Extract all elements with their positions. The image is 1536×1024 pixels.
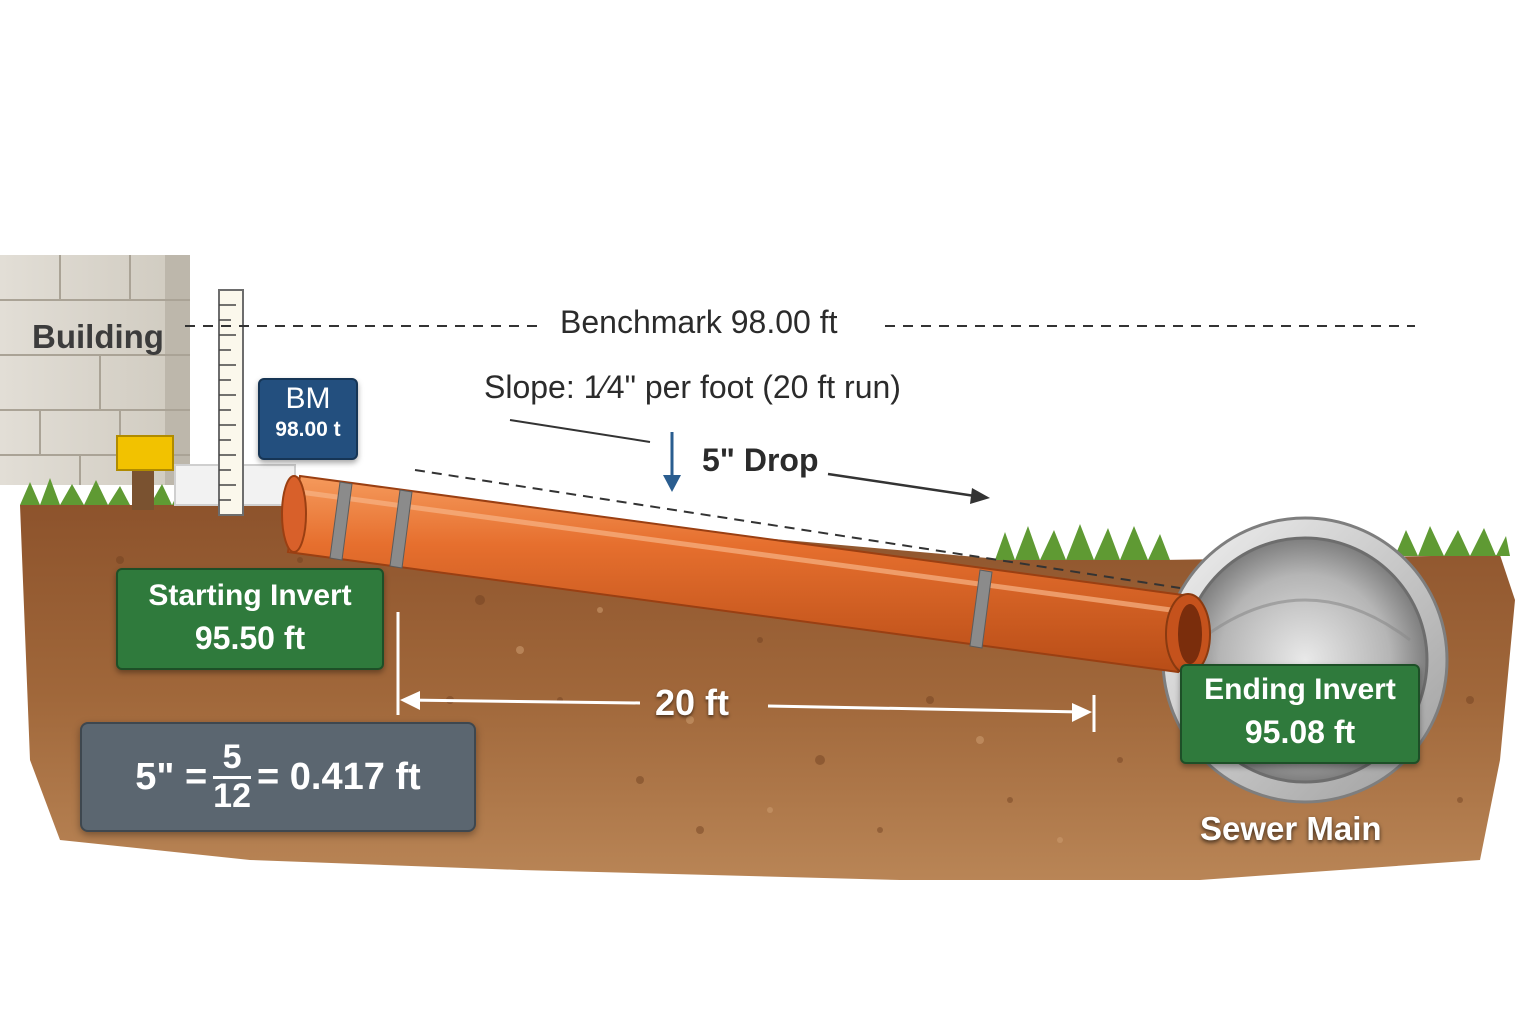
drop-direction-arrow	[827, 472, 990, 504]
slope-label: Slope: 1⁄4" per foot (20 ft run)	[484, 369, 901, 405]
calc-numerator: 5	[213, 739, 251, 779]
bm-sign-title: BM	[285, 382, 331, 415]
drop-arrow	[663, 432, 681, 492]
starting-invert-title: Starting Invert	[148, 579, 352, 612]
measuring-staff	[218, 289, 244, 516]
ending-invert-sign: Ending Invert 95.08 ft	[1180, 664, 1420, 764]
ending-invert-title: Ending Invert	[1204, 673, 1396, 706]
run-arrow-right	[1072, 703, 1092, 722]
calc-lhs: 5" =	[135, 755, 208, 798]
building-label: Building	[32, 318, 164, 355]
benchmark-label: Benchmark 98.00 ft	[560, 304, 838, 340]
calc-rhs: = 0.417 ft	[257, 755, 421, 798]
conversion-calc-box: 5" = 5 12 = 0.417 ft	[80, 722, 476, 832]
lateral-pipe	[281, 474, 1211, 675]
run-length-label: 20 ft	[655, 682, 730, 723]
calc-denominator: 12	[213, 776, 251, 815]
calc-fraction: 5 12	[213, 739, 251, 815]
ending-invert-value: 95.08 ft	[1244, 714, 1356, 750]
drop-label: 5" Drop	[702, 442, 819, 478]
sewer-main-label: Sewer Main	[1200, 810, 1382, 847]
slope-pointer	[509, 419, 651, 443]
starting-invert-value: 95.50 ft	[194, 620, 306, 656]
cleanout-marker	[116, 435, 174, 510]
run-dimension	[396, 612, 1096, 732]
soil-texture	[116, 556, 1474, 834]
bm-sign-value: 98.00 t	[275, 418, 341, 441]
bm-sign: BM 98.00 t	[258, 378, 358, 460]
run-arrow-left	[400, 691, 420, 710]
starting-invert-sign: Starting Invert 95.50 ft	[116, 568, 384, 670]
building-wall	[0, 255, 190, 485]
